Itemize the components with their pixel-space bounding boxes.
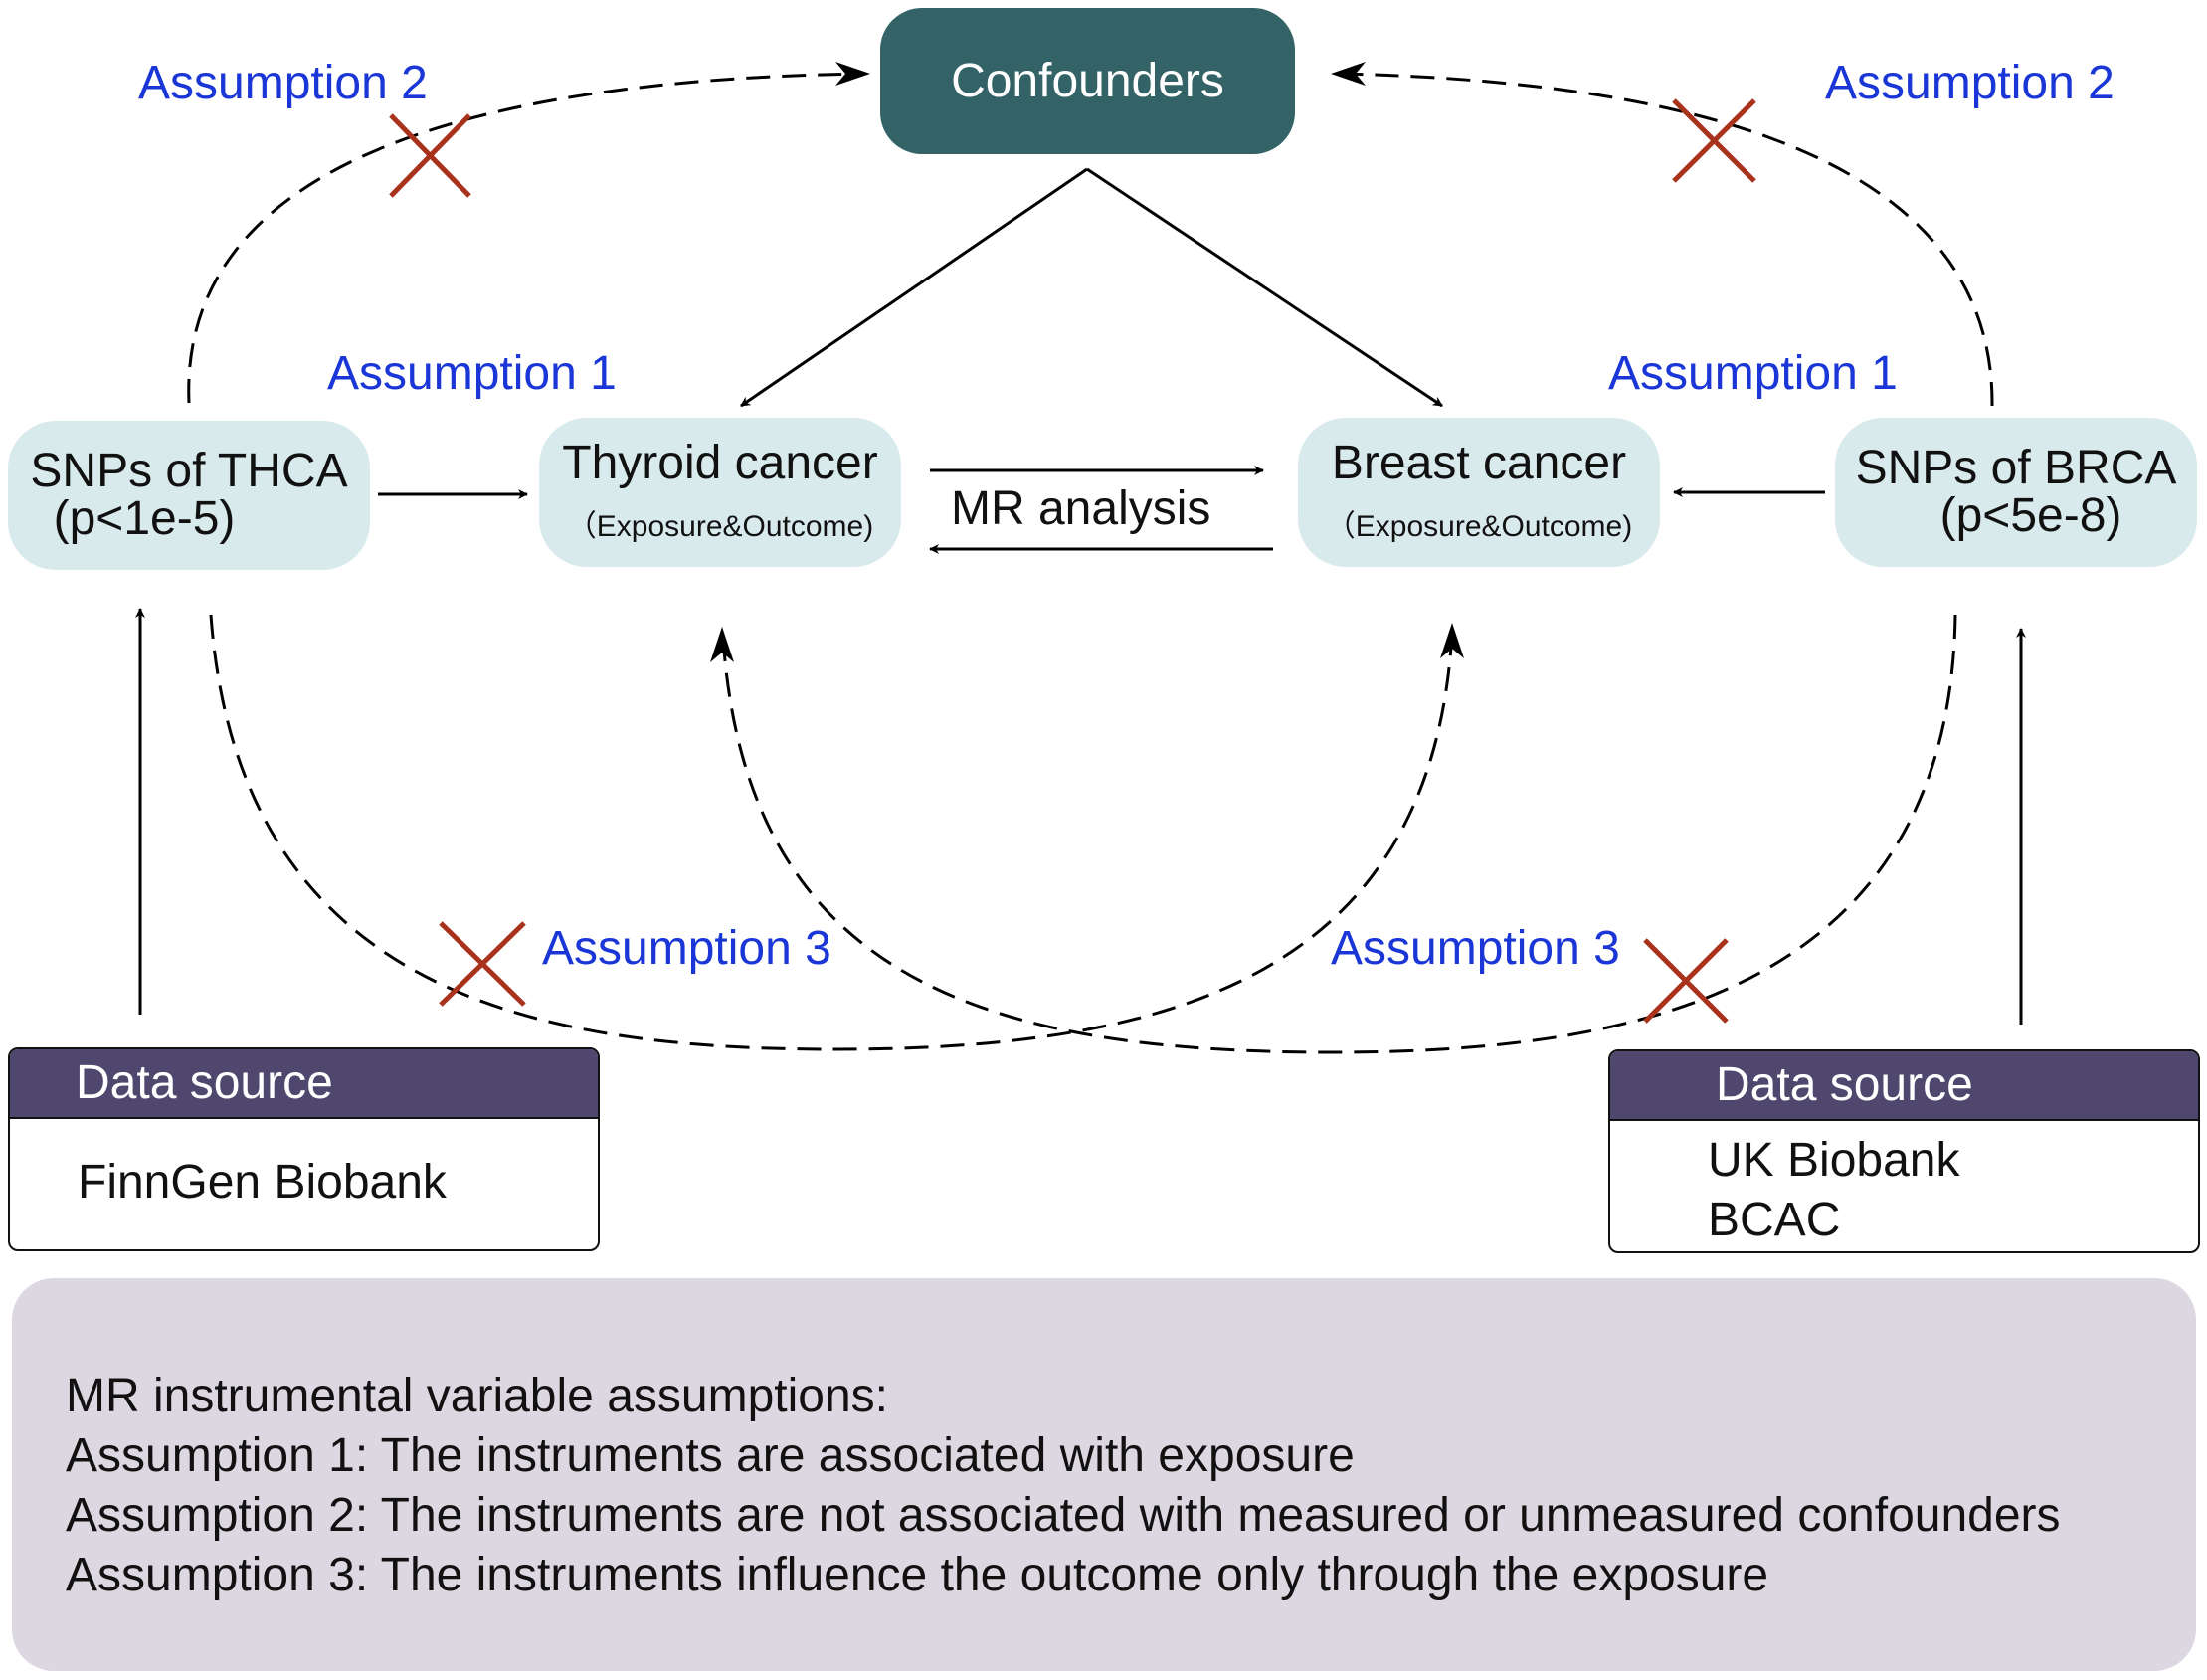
- assumption3-left-arc: [209, 614, 1454, 1051]
- breast-cancer-subtitle: （Exposure&Outcome): [1325, 510, 1633, 543]
- thyroid-cancer-node: Thyroid cancer （Exposure&Outcome): [539, 418, 901, 567]
- data-source-right: Data source UK Biobank BCAC: [1608, 1049, 2200, 1253]
- data-source-left: Data source FinnGen Biobank: [8, 1047, 600, 1251]
- data-source-item: BCAC: [1708, 1194, 1841, 1246]
- assumption2-left-arc: [187, 72, 866, 404]
- assumption3-right-label: Assumption 3: [1331, 922, 1620, 975]
- cross-assumption2-left: [389, 113, 471, 198]
- assumption2-right-label: Assumption 2: [1825, 57, 2115, 109]
- thca-snps-line2: (p<1e-5): [53, 492, 236, 545]
- legend-assumption-3: Assumption 3: The instruments influence …: [66, 1549, 1769, 1601]
- thyroid-cancer-title: Thyroid cancer: [562, 437, 878, 489]
- confounders-label: Confounders: [951, 54, 1224, 107]
- thca-snps-node: SNPs of THCA (p<1e-5): [8, 421, 370, 570]
- data-source-right-body: UK Biobank BCAC: [1610, 1121, 2198, 1250]
- data-source-right-header: Data source: [1610, 1051, 2198, 1121]
- thyroid-cancer-subtitle: （Exposure&Outcome): [566, 510, 874, 543]
- brca-snps-line2: (p<5e-8): [1939, 489, 2122, 542]
- assumption3-right-arrowhead: [710, 627, 734, 662]
- legend-assumption-1: Assumption 1: The instruments are associ…: [66, 1429, 1355, 1482]
- data-source-item: FinnGen Biobank: [78, 1156, 447, 1209]
- thca-snps-line1: SNPs of THCA: [30, 445, 348, 497]
- assumption2-right-arrowhead: [1331, 62, 1366, 86]
- data-source-left-header: Data source: [10, 1049, 598, 1119]
- assumption3-left-label: Assumption 3: [542, 922, 831, 975]
- data-source-left-body: FinnGen Biobank: [10, 1119, 598, 1213]
- cross-assumption3-right: [1643, 938, 1729, 1024]
- assumption2-left-arrowhead: [835, 62, 870, 86]
- breast-cancer-title: Breast cancer: [1331, 437, 1627, 489]
- legend-assumption-2: Assumption 2: The instruments are not as…: [66, 1489, 2061, 1542]
- data-source-item: UK Biobank: [1708, 1134, 1960, 1187]
- cross-assumption2-right: [1672, 98, 1756, 183]
- assumption2-left-label: Assumption 2: [138, 57, 428, 109]
- brca-snps-node: SNPs of BRCA (p<5e-8): [1835, 418, 2197, 567]
- mr-analysis-label: MR analysis: [951, 482, 1211, 535]
- assumption3-right-arc: [721, 614, 1957, 1054]
- cross-assumption3-left: [439, 921, 526, 1007]
- breast-cancer-node: Breast cancer （Exposure&Outcome): [1298, 418, 1660, 567]
- confounders-to-thyroid-arrow: [740, 167, 1088, 408]
- confounders-node: Confounders: [880, 8, 1295, 154]
- assumption3-left-arrowhead: [1440, 623, 1464, 658]
- confounders-to-breast-arrow: [1086, 167, 1443, 408]
- assumptions-legend: MR instrumental variable assumptions: As…: [12, 1278, 2196, 1671]
- brca-snps-line1: SNPs of BRCA: [1855, 442, 2177, 494]
- assumption1-right-label: Assumption 1: [1608, 347, 1898, 400]
- assumption2-right-arc: [1337, 72, 1994, 407]
- legend-title: MR instrumental variable assumptions:: [66, 1370, 888, 1422]
- assumption1-left-label: Assumption 1: [327, 347, 617, 400]
